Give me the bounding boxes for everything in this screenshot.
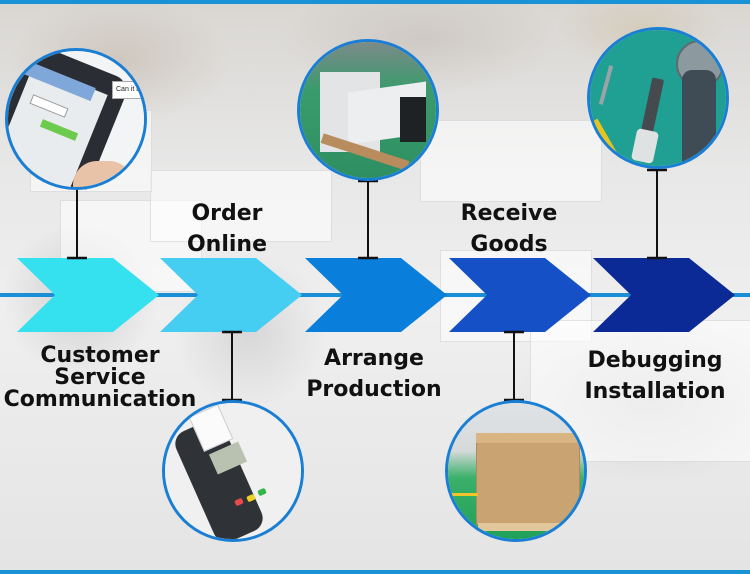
step-3-label: Arrange Production — [306, 343, 441, 405]
step-3-image-circle — [297, 39, 439, 181]
connector-step-4 — [504, 330, 524, 402]
condensing-unit-icon — [300, 42, 436, 178]
step-5-label-line: Installation — [584, 379, 726, 404]
connector-step-5 — [647, 168, 667, 260]
step-1-label-line: Communication — [3, 387, 197, 412]
connector-step-3 — [358, 179, 378, 260]
connector-step-1 — [67, 186, 87, 260]
chevron-group — [17, 258, 735, 332]
cardboard-box-icon — [448, 403, 584, 539]
smartphone-chat-icon: Can it be — [8, 51, 144, 187]
step-4-label: Receive Goods — [461, 198, 558, 260]
chevron-step-1 — [17, 258, 159, 332]
step-4-image-circle — [445, 400, 587, 542]
step-1-label-line: Service — [54, 365, 146, 390]
top-border — [0, 0, 750, 4]
tools-icon — [590, 30, 726, 166]
step-3-label-line: Arrange — [324, 346, 424, 371]
step-1-label: Customer Service Communication — [4, 345, 197, 411]
step-2-label-line: Online — [186, 232, 268, 257]
step-5-label: Debugging Installation — [584, 345, 725, 407]
step-2-label-line: Order — [191, 201, 263, 226]
chevron-step-3 — [305, 258, 447, 332]
step-1-image-circle: Can it be — [5, 48, 147, 190]
chat-bubble-text: Can it be — [112, 81, 144, 99]
connector-step-2 — [222, 330, 242, 402]
step-1-label-line: Customer — [40, 343, 160, 368]
bottom-border — [0, 570, 750, 574]
background-unit — [150, 170, 332, 242]
step-2-image-circle — [162, 400, 304, 542]
pos-terminal-icon — [165, 403, 301, 539]
step-5-label-line: Debugging — [587, 348, 723, 373]
chevron-step-2 — [160, 258, 302, 332]
step-4-label-line: Receive — [460, 201, 558, 226]
background-unit — [420, 120, 602, 202]
chevron-step-4 — [449, 258, 591, 332]
step-5-image-circle — [587, 27, 729, 169]
step-2-label: Order Online — [187, 198, 267, 260]
step-3-label-line: Production — [306, 377, 442, 402]
step-4-label-line: Goods — [470, 232, 548, 257]
chevron-step-5 — [593, 258, 735, 332]
